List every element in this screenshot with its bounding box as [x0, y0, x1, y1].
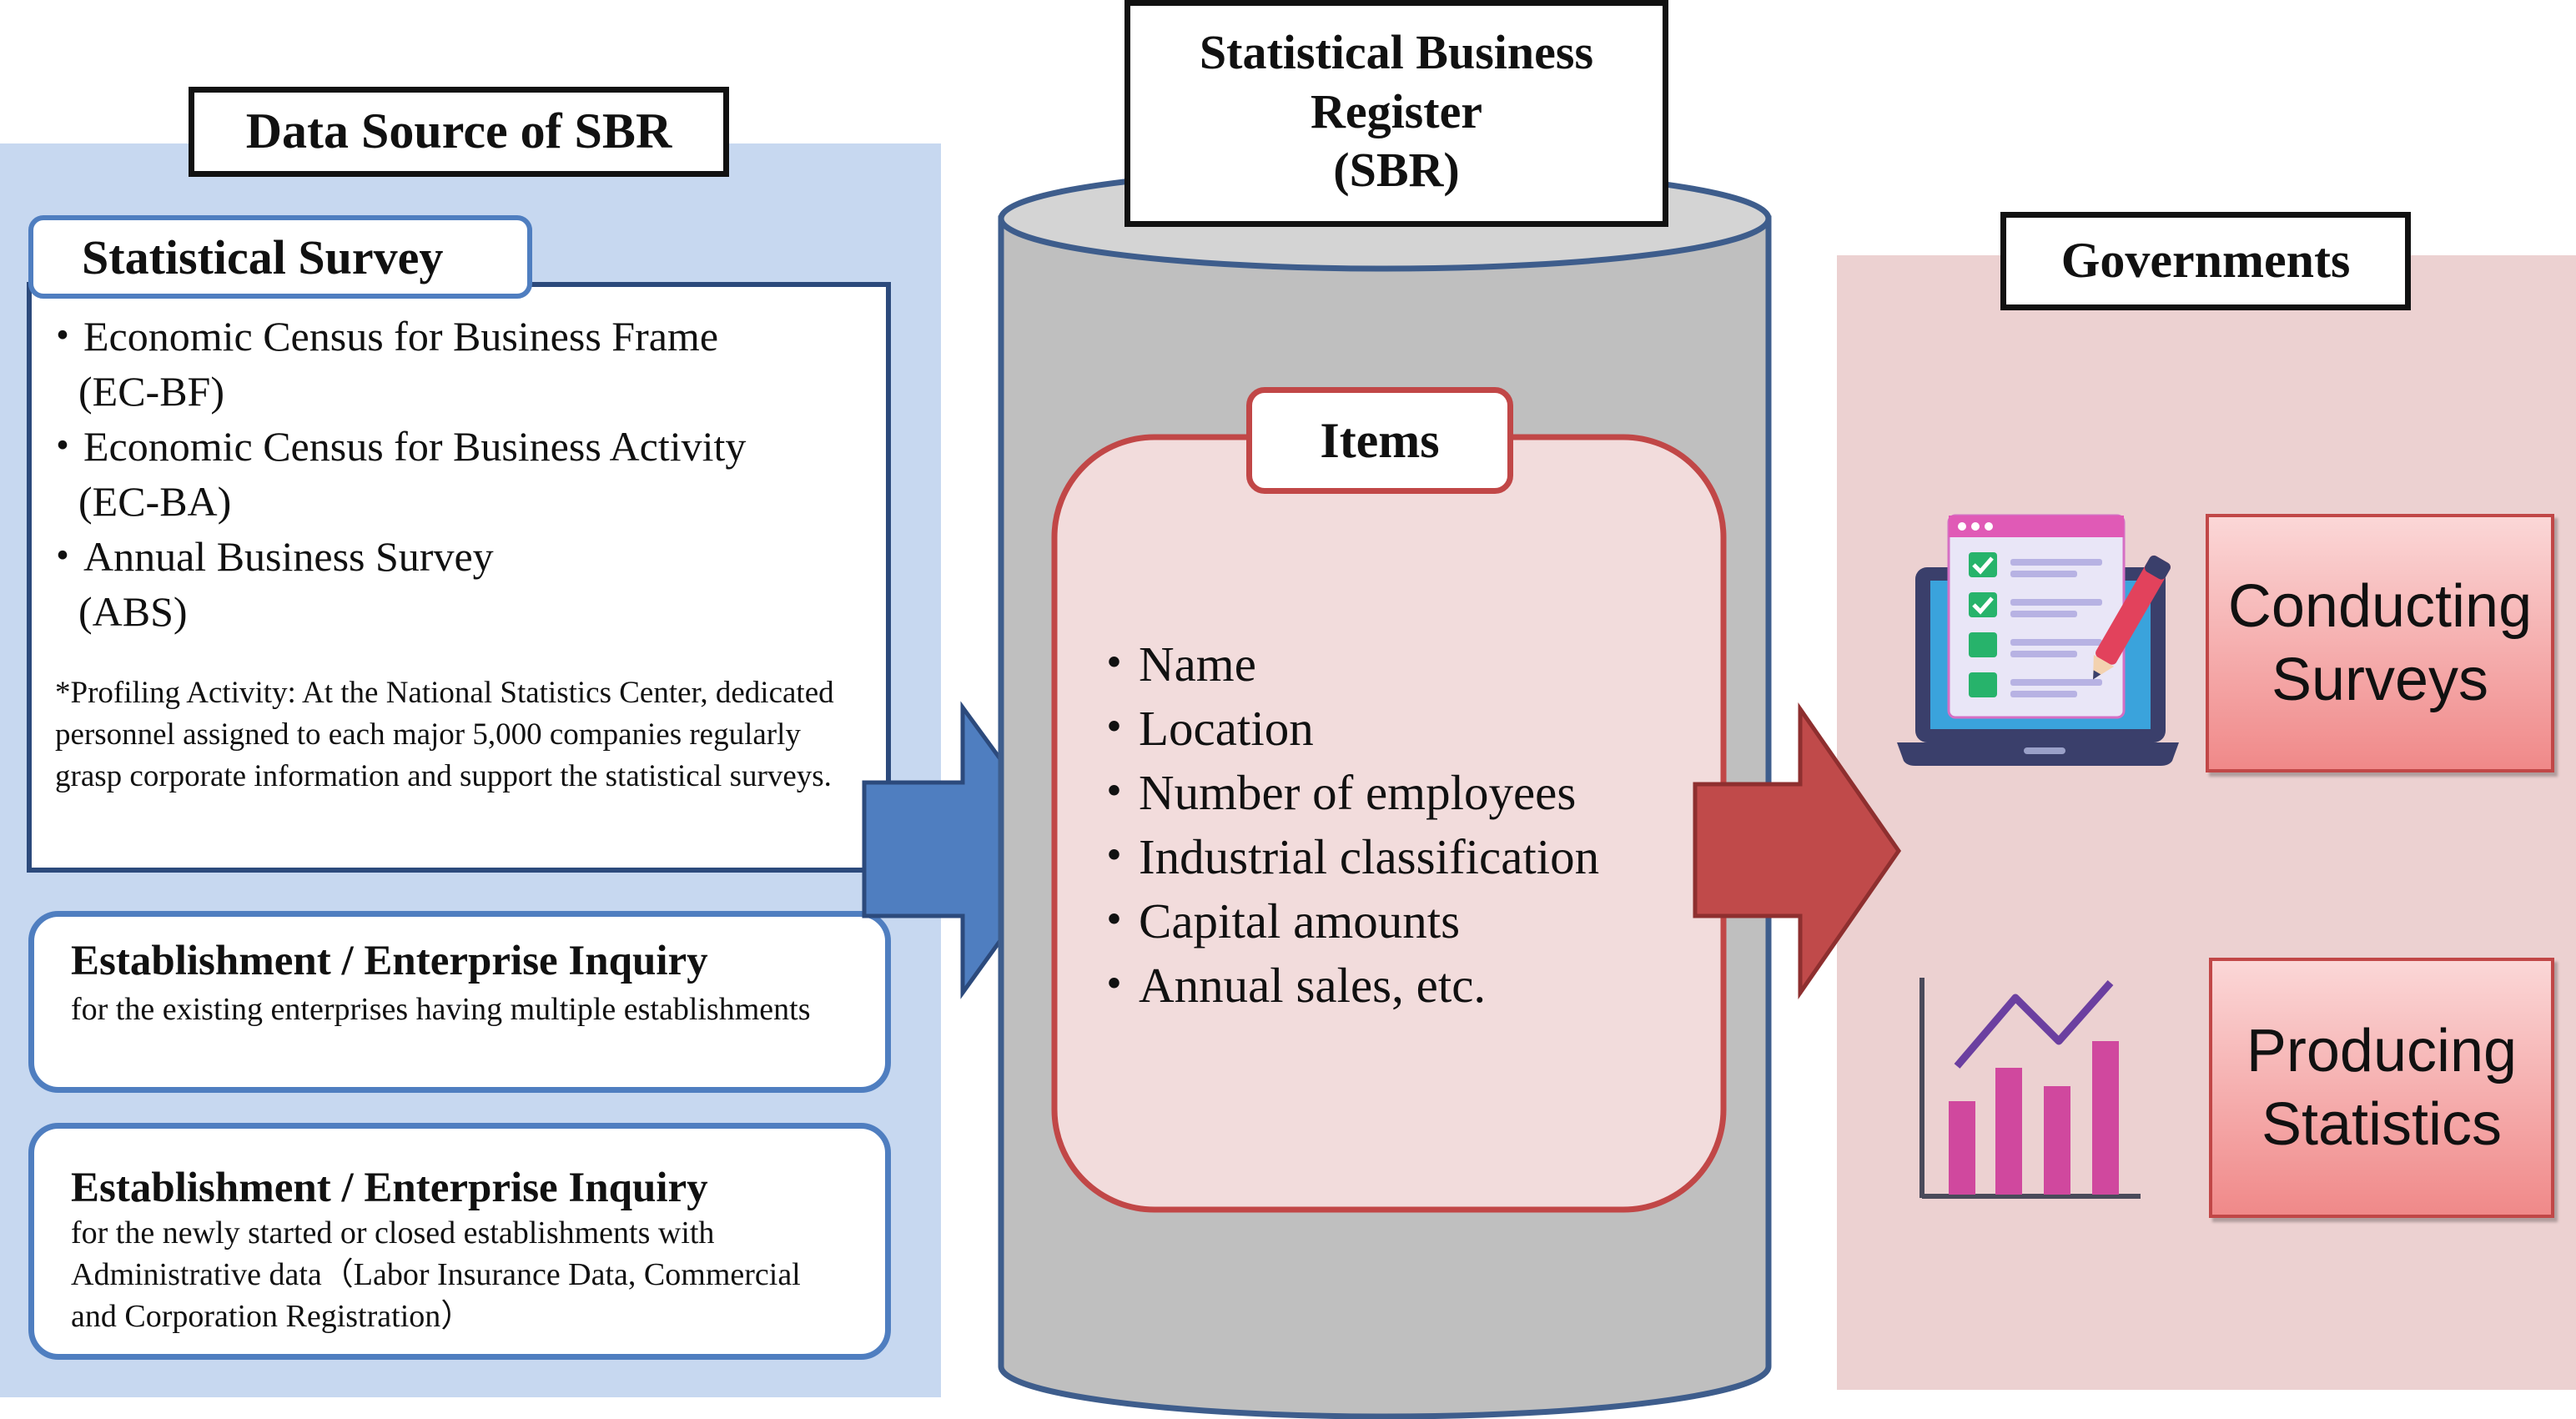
list-item: Number of employees [1114, 761, 1748, 825]
inquiry-title: Establishment / Enterprise Inquiry [71, 938, 708, 984]
list-item: Location [1114, 697, 1748, 761]
list-item: Industrial classification [1114, 825, 1748, 889]
list-item: Name [1114, 632, 1748, 697]
laptop-checklist-icon [1897, 514, 2179, 766]
inquiry-title: Establishment / Enterprise Inquiry [71, 1165, 708, 1211]
inquiry-description: for the existing enterprises having mult… [71, 992, 811, 1027]
survey-list: Economic Census for Business Frame (EC-B… [58, 309, 859, 639]
inquiry-box-new: Establishment / Enterprise Inquiry for t… [28, 1123, 891, 1360]
governments-title: Governments [2000, 212, 2411, 310]
survey-item: Annual Business Survey (ABS) [58, 529, 859, 639]
sbr-title: Statistical Business Register (SBR) [1124, 0, 1668, 227]
inquiry-box-existing: Establishment / Enterprise Inquiry for t… [28, 911, 891, 1093]
inquiry-description: for the newly started or closed establis… [71, 1215, 801, 1334]
producing-statistics-box: Producing Statistics [2209, 958, 2554, 1218]
survey-item: Economic Census for Business Activity (E… [58, 419, 859, 529]
list-item: Annual sales, etc. [1114, 954, 1748, 1018]
data-source-title: Data Source of SBR [189, 87, 729, 177]
items-title: Items [1246, 387, 1513, 494]
items-list: Name Location Number of employees Indust… [1114, 632, 1748, 1018]
statistical-survey-title: Statistical Survey [28, 215, 532, 299]
profiling-note: *Profiling Activity: At the National Sta… [55, 676, 834, 793]
list-item: Capital amounts [1114, 889, 1748, 954]
bar-chart-icon [1919, 978, 2141, 1199]
conducting-surveys-box: Conducting Surveys [2206, 514, 2554, 772]
survey-item: Economic Census for Business Frame (EC-B… [58, 309, 859, 419]
